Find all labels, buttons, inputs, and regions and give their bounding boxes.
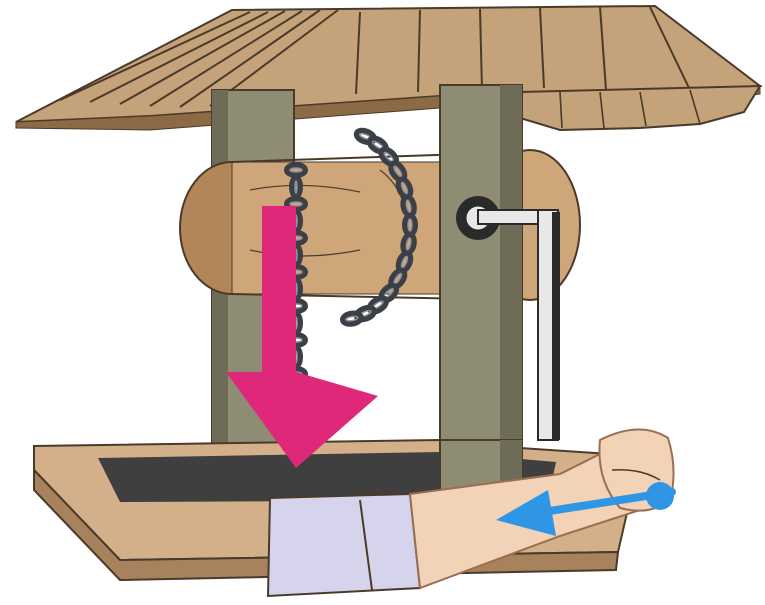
well-roof [16,6,760,130]
right-post [440,85,522,495]
chain-link [342,312,361,325]
